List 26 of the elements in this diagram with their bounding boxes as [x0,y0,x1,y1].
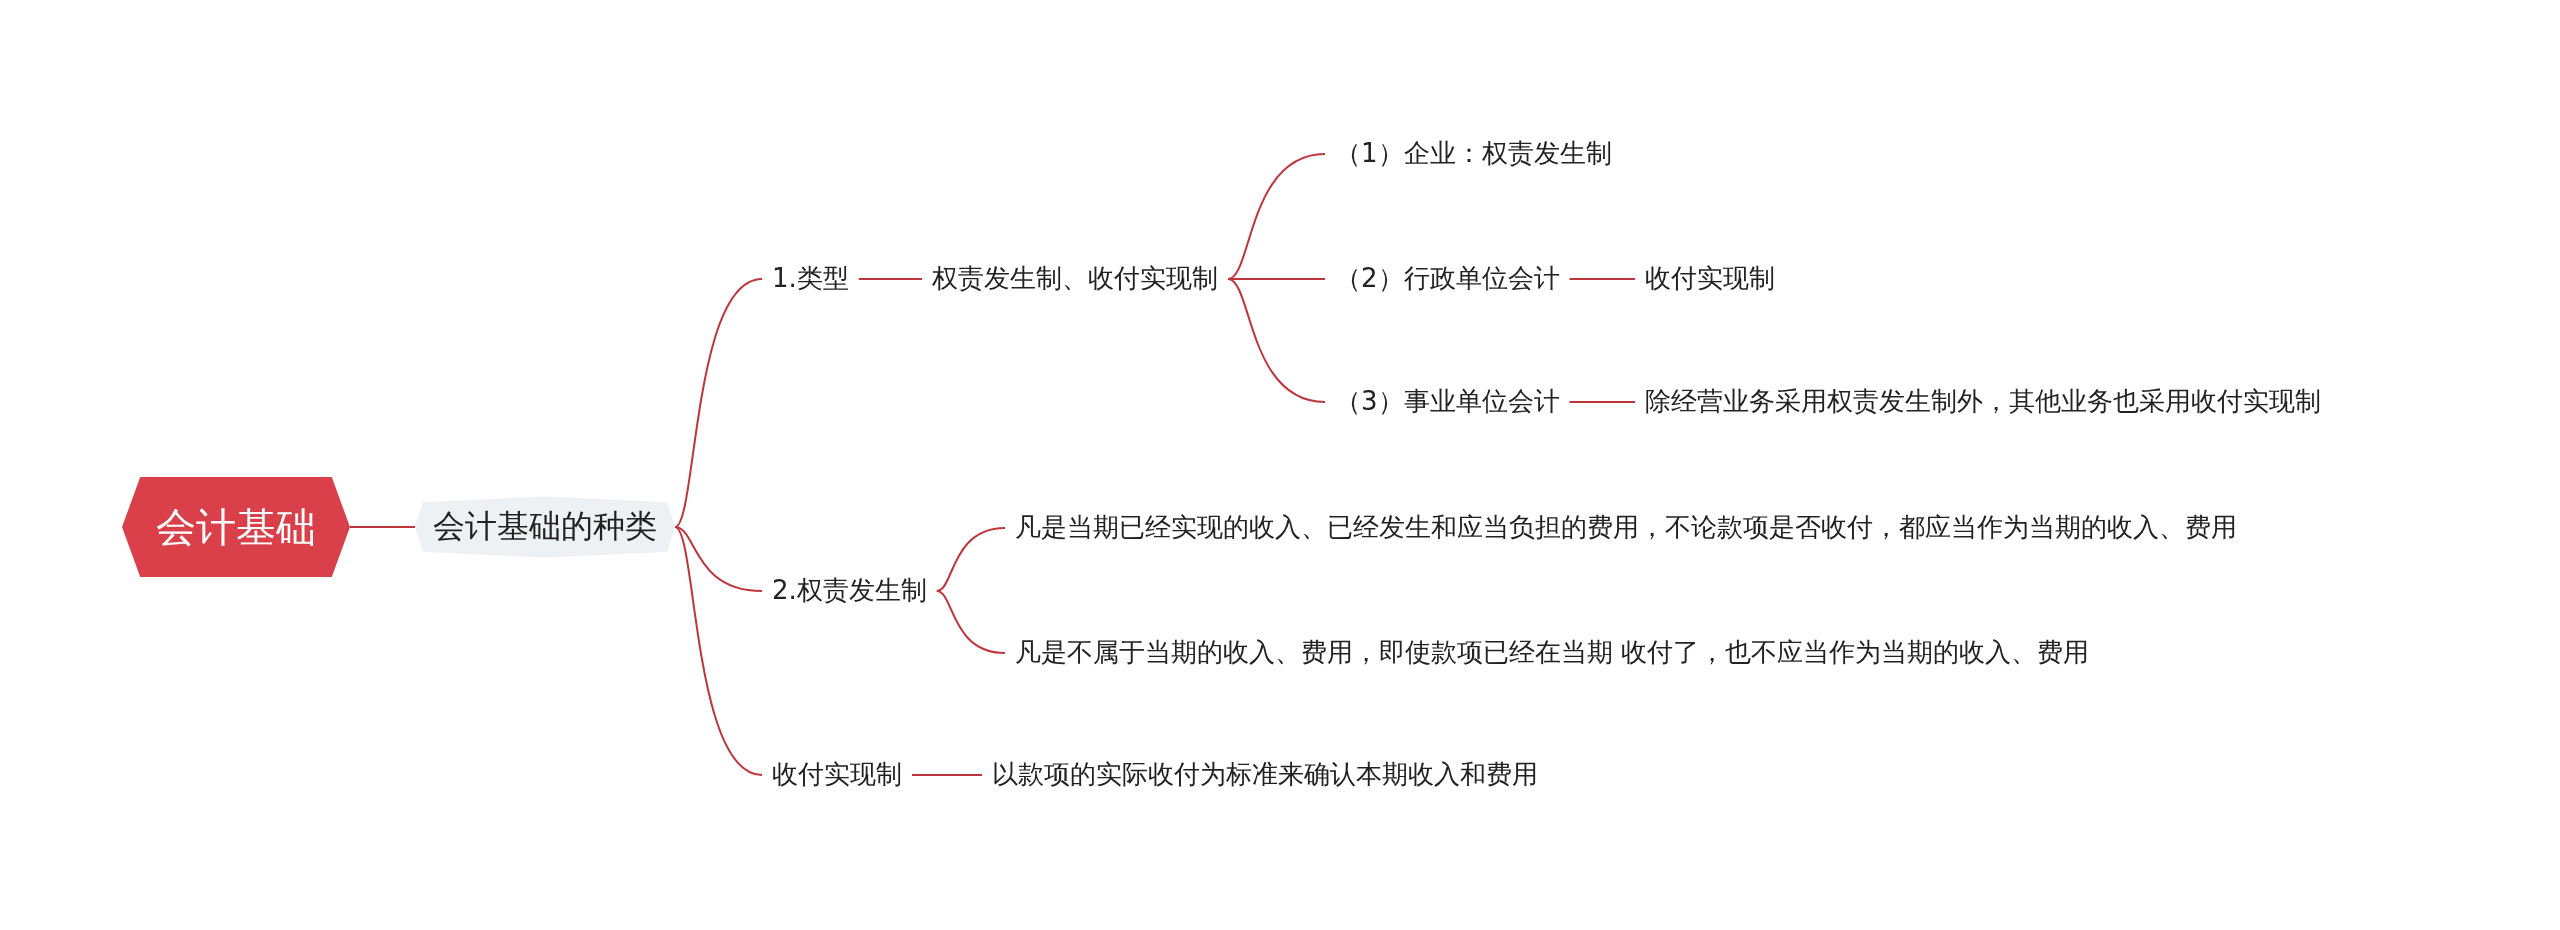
subtopic-text: （2）行政单位会计 [1325,260,1570,298]
subtopic-text: （1）企业：权责发生制 [1325,135,1622,173]
root-topic: 会计基础 [122,477,350,577]
connector [674,526,763,776]
connector [1227,153,1326,280]
connector [1568,278,1636,280]
subtopic-text: 2.权责发生制 [762,572,937,610]
connector [857,278,923,280]
main-topic: 会计基础的种类 [415,496,675,558]
connector [935,590,1006,654]
subtopic-text: 权责发生制、收付实现制 [922,260,1228,298]
subtopic-text: （3）事业单位会计 [1325,383,1570,421]
subtopic-text: 1.类型 [762,260,859,298]
connector [349,526,416,528]
subtopic-text: 收付实现制 [762,756,912,794]
connector [1227,278,1326,403]
connector [674,278,763,528]
connector [911,774,983,776]
subtopic-text: 除经营业务采用权责发生制外，其他业务也采用收付实现制 [1635,383,2331,421]
connector [1227,278,1326,280]
subtopic-text: 以款项的实际收付为标准来确认本期收入和费用 [982,756,1548,794]
connector [1568,401,1636,403]
subtopic-text: 凡是不属于当期的收入、费用，即使款项已经在当期 收付了，也不应当作为当期的收入、费用 [1005,634,2100,672]
connector [674,526,763,592]
subtopic-text: 收付实现制 [1635,260,1785,298]
subtopic-text: 凡是当期已经实现的收入、已经发生和应当负担的费用，不论款项是否收付，都应当作为当期的收入、费用 [1005,509,2247,547]
